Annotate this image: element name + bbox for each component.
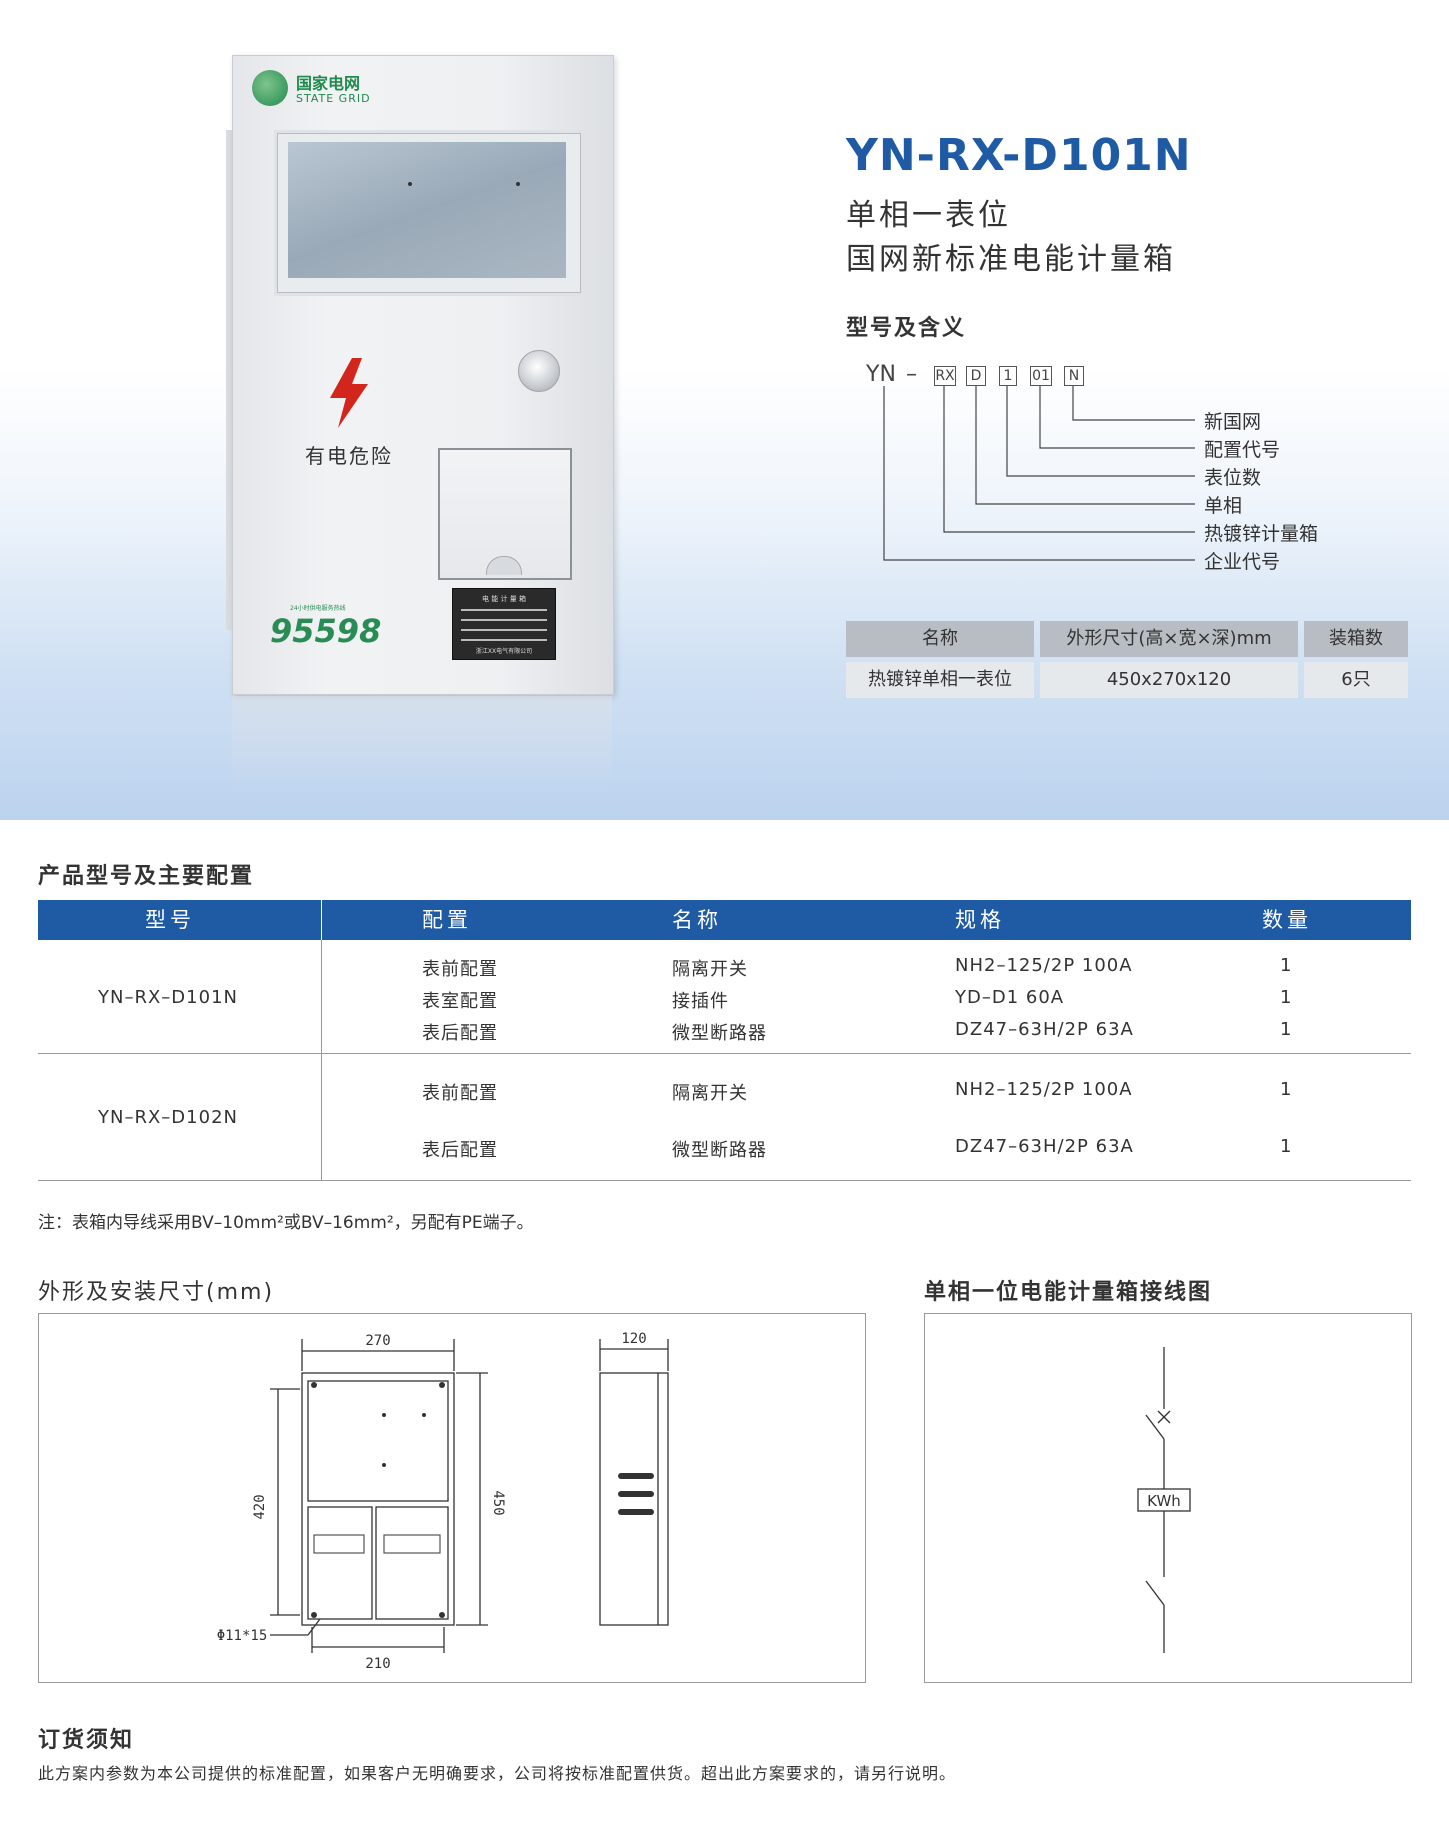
dim-width-label: 270 (365, 1333, 390, 1349)
name-cell: 微型断路器 (672, 1023, 767, 1044)
spec-header-name: 名称 (846, 621, 1034, 657)
window-screw (516, 182, 520, 186)
order-text: 此方案内参数为本公司提供的标准配置，如果客户无明确要求，公司将按标准配置供货。超… (38, 1764, 957, 1783)
model-cell: YN–RX–D102N (98, 1107, 238, 1128)
spec-cell-name: 热镀锌单相一表位 (846, 662, 1034, 698)
nameplate-line (461, 619, 547, 621)
wiring-diagram: KWh (1137, 1347, 1191, 1653)
lightning-warning-icon (330, 358, 368, 428)
config-heading: 产品型号及主要配置 (38, 864, 255, 889)
nameplate-line (461, 609, 547, 611)
code-box-d: D (966, 366, 986, 386)
nameplate-line (461, 639, 547, 641)
code-connector-lines (883, 386, 1195, 561)
config-note: 注：表箱内导线采用BV–10mm²或BV–16mm²，另配有PE端子。 (38, 1213, 534, 1233)
name-cell: 隔离开关 (672, 959, 748, 980)
lock-icon (518, 350, 560, 392)
nameplate-line (461, 629, 547, 631)
config-cell: 表后配置 (422, 1140, 498, 1161)
config-cell: 表室配置 (422, 991, 498, 1012)
col-header-qty: 数量 (1262, 908, 1312, 932)
name-cell: 隔离开关 (672, 1083, 748, 1104)
code-box-rx: RX (934, 366, 956, 386)
code-legend-item: 热镀锌计量箱 (1204, 523, 1319, 545)
code-box-01: 01 (1030, 366, 1052, 386)
dimension-drawing: 270 120 210 420 450 Φ11*15 (217, 1331, 669, 1672)
config-cell: 表前配置 (422, 959, 498, 980)
spec-cell: YD–D1 60A (955, 987, 1065, 1008)
dim-mount-label: 210 (365, 1656, 390, 1672)
dim-height-outer-label: 450 (490, 1490, 506, 1515)
code-box-n: N (1064, 366, 1084, 386)
hotline-number: 95598 (270, 612, 382, 650)
name-cell: 微型断路器 (672, 1140, 767, 1161)
header-divider (321, 900, 322, 940)
spec-cell: NH2–125/2P 100A (955, 955, 1133, 976)
dimension-heading: 外形及安装尺寸(mm) (38, 1280, 275, 1305)
table-divider (321, 940, 322, 1180)
brand-name-cn: 国家电网 (296, 74, 361, 93)
spec-cell-qty: 6只 (1304, 662, 1408, 698)
qty-cell: 1 (1280, 1079, 1293, 1100)
dimension-drawing-frame (38, 1313, 866, 1683)
code-box-1: 1 (999, 366, 1017, 386)
dim-depth-label: 120 (621, 1331, 646, 1347)
kwh-meter-label: KWh (1147, 1492, 1181, 1510)
name-cell: 接插件 (672, 991, 729, 1012)
window-screw (408, 182, 412, 186)
product-subtitle-1: 单相一表位 (846, 198, 1011, 233)
qty-cell: 1 (1280, 1019, 1293, 1040)
code-legend-item: 配置代号 (1204, 439, 1281, 461)
nameplate: 电 能 计 量 箱 浙江XX电气有限公司 (452, 588, 556, 660)
code-prefix: YN (866, 362, 896, 387)
col-header-model: 型号 (145, 908, 195, 932)
config-cell: 表前配置 (422, 1083, 498, 1104)
group-divider (38, 1053, 1411, 1054)
nameplate-maker: 浙江XX电气有限公司 (475, 648, 533, 655)
spec-cell: NH2–125/2P 100A (955, 1079, 1133, 1100)
product-subtitle-2: 国网新标准电能计量箱 (846, 242, 1176, 277)
col-header-config: 配置 (422, 908, 472, 932)
state-grid-logo-icon (252, 70, 288, 106)
code-legend-item: 企业代号 (1204, 551, 1281, 573)
qty-cell: 1 (1280, 987, 1293, 1008)
wiring-heading: 单相一位电能计量箱接线图 (924, 1280, 1213, 1305)
model-cell: YN–RX–D101N (98, 987, 238, 1008)
cabinet-reflection (232, 696, 612, 786)
dim-hole-label: Φ11*15 (217, 1628, 268, 1644)
product-model: YN-RX-D101N (846, 130, 1192, 181)
model-code-heading: 型号及含义 (846, 316, 967, 341)
wiring-diagram-frame (924, 1313, 1412, 1683)
code-legend-item: 单相 (1204, 495, 1243, 517)
hotline-caption: 24小时供电服务热线 (290, 605, 346, 612)
dim-height-inner-label: 420 (252, 1494, 268, 1519)
code-legend-item: 新国网 (1204, 411, 1262, 433)
spec-header-qty: 装箱数 (1304, 621, 1408, 657)
meter-window-glass (288, 142, 566, 278)
col-header-name: 名称 (672, 908, 722, 932)
nameplate-title: 电 能 计 量 箱 (482, 595, 526, 603)
table-bottom (38, 1180, 1411, 1181)
config-cell: 表后配置 (422, 1023, 498, 1044)
spec-header-size: 外形尺寸(高×宽×深)mm (1040, 621, 1298, 657)
code-dash: – (906, 362, 917, 387)
order-heading: 订货须知 (38, 1728, 135, 1753)
spec-cell: DZ47–63H/2P 63A (955, 1136, 1134, 1157)
brand-name-en: STATE GRID (296, 92, 371, 105)
config-table-header (38, 900, 1411, 940)
code-legend-item: 表位数 (1204, 467, 1262, 489)
col-header-spec: 规格 (955, 908, 1005, 932)
qty-cell: 1 (1280, 1136, 1293, 1157)
qty-cell: 1 (1280, 955, 1293, 976)
cabinet-side (226, 130, 232, 630)
danger-label: 有电危险 (305, 444, 393, 468)
spec-cell: DZ47–63H/2P 63A (955, 1019, 1134, 1040)
spec-cell-size: 450x270x120 (1040, 662, 1298, 698)
